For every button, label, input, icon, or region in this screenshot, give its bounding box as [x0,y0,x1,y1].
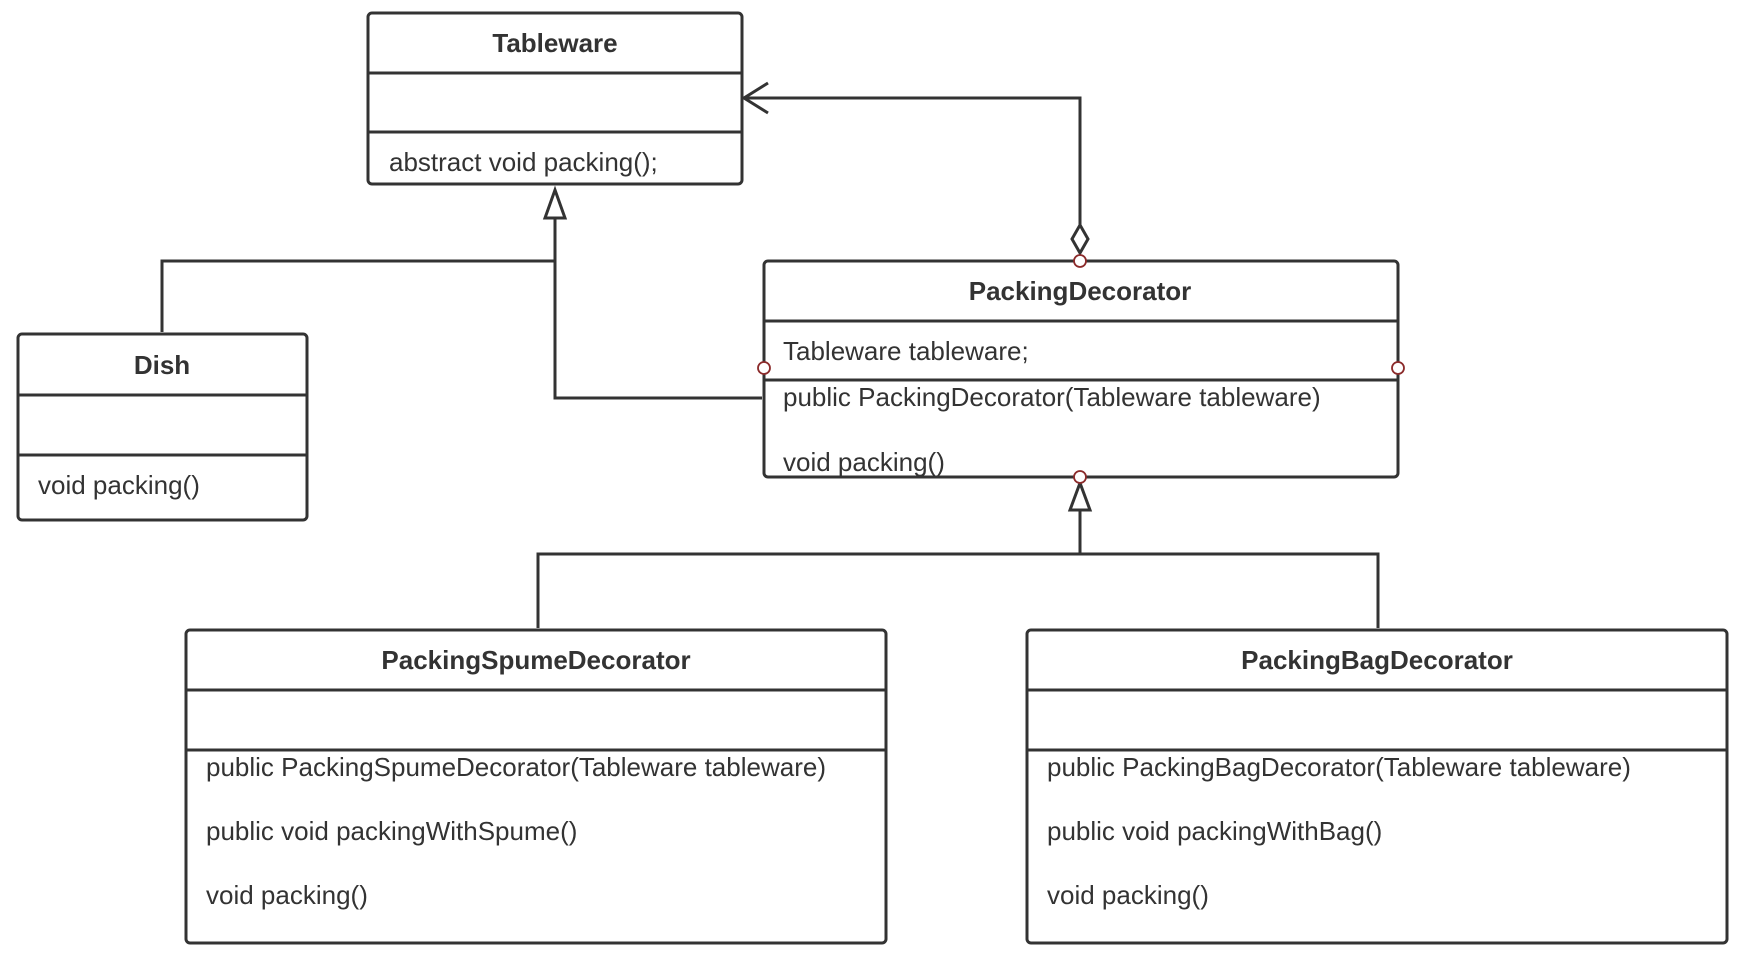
spume-generalization-line [536,552,1080,628]
class-name: Dish [134,350,190,380]
tableware-generalization-arrowhead [542,185,568,220]
class-tableware[interactable]: Tableware abstract void packing(); [366,11,744,186]
decorator-generalization-line [553,218,762,400]
method: public PackingDecorator(Tableware tablew… [783,382,1321,412]
connection-point-bottom[interactable] [1073,470,1087,484]
dish-generalization-line [160,218,557,332]
method: public void packingWithSpume() [206,816,577,846]
class-name: PackingSpumeDecorator [381,645,690,675]
method: void packing() [783,447,945,477]
aggregation-diamond [1070,221,1090,257]
connection-point-left[interactable] [757,361,771,375]
method: void packing() [206,880,368,910]
attribute: Tableware tableware; [783,336,1029,366]
class-name: Tableware [492,28,617,58]
class-packing-spume-decorator[interactable]: PackingSpumeDecorator public PackingSpum… [184,628,888,945]
class-name: PackingDecorator [969,276,1192,306]
class-name: PackingBagDecorator [1241,645,1513,675]
method: void packing() [38,470,200,500]
class-packing-decorator[interactable]: PackingDecorator Tableware tableware; pu… [762,259,1400,479]
decorator-generalization-arrowhead [1067,478,1093,512]
method: public void packingWithBag() [1047,816,1382,846]
aggregation-arrowhead [741,81,769,115]
bag-generalization-line [1080,552,1380,628]
connection-point-right[interactable] [1391,361,1405,375]
method: void packing() [1047,880,1209,910]
method: abstract void packing(); [389,147,658,177]
aggregation-line [744,96,1082,225]
class-dish[interactable]: Dish void packing() [16,332,309,522]
method: public PackingSpumeDecorator(Tableware t… [206,752,826,782]
method: public PackingBagDecorator(Tableware tab… [1047,752,1631,782]
class-packing-bag-decorator[interactable]: PackingBagDecorator public PackingBagDec… [1025,628,1729,945]
connection-point-top[interactable] [1073,254,1087,268]
